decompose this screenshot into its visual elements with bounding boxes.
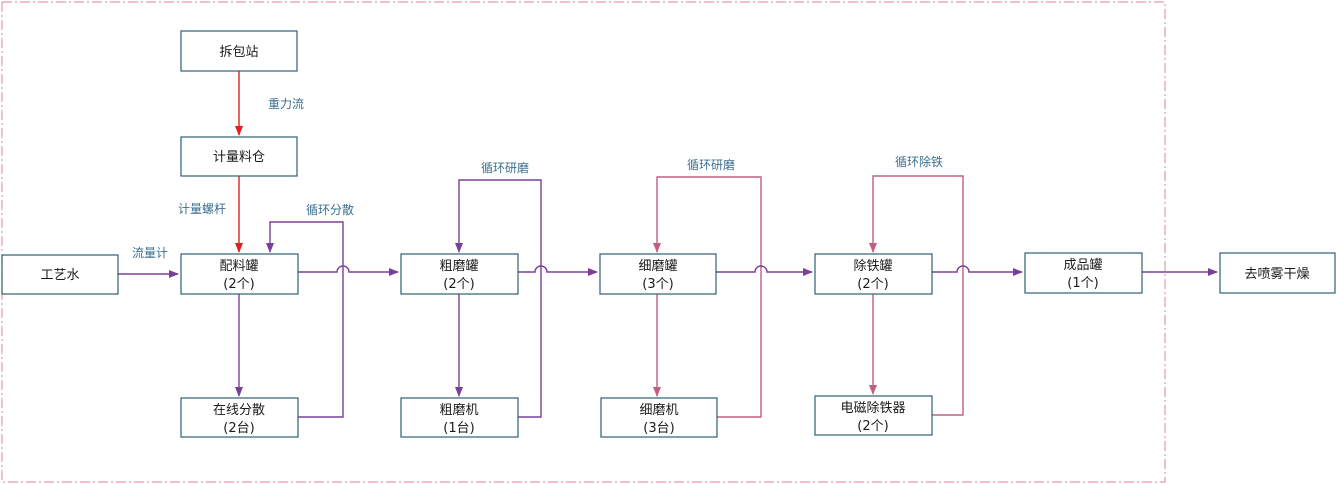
edge-iron-to-product bbox=[932, 265, 1023, 276]
node-product-tank: 成品罐 (1个) bbox=[1024, 252, 1143, 294]
svg-text:(2台): (2台) bbox=[223, 421, 254, 436]
node-iron-removal-tank: 除铁罐 (2个) bbox=[814, 253, 933, 295]
svg-text:工艺水: 工艺水 bbox=[40, 268, 79, 283]
svg-text:(1个): (1个) bbox=[1067, 276, 1098, 291]
node-inline-disperser: 在线分散 (2台) bbox=[180, 397, 299, 438]
node-electromagnetic-separator: 电磁除铁器 (2个) bbox=[814, 395, 933, 436]
node-process-water: 工艺水 bbox=[1, 254, 119, 295]
svg-text:(1台): (1台) bbox=[443, 421, 474, 436]
svg-text:计量料仓: 计量料仓 bbox=[213, 150, 265, 165]
label-circ-iron: 循环除铁 bbox=[895, 154, 943, 169]
svg-text:细磨机: 细磨机 bbox=[639, 403, 678, 418]
node-fine-mill: 细磨机 (3台) bbox=[600, 397, 718, 438]
node-meter-bin: 计量料仓 bbox=[180, 136, 298, 177]
node-coarse-tank: 粗磨罐 (2个) bbox=[400, 253, 519, 295]
svg-text:成品罐: 成品罐 bbox=[1063, 258, 1102, 273]
edge-batch-to-coarse bbox=[298, 265, 399, 276]
node-unpack-station: 拆包站 bbox=[180, 30, 298, 72]
svg-text:去喷雾干燥: 去喷雾干燥 bbox=[1244, 267, 1309, 282]
svg-text:电磁除铁器: 电磁除铁器 bbox=[840, 401, 905, 416]
edge-fine-to-iron bbox=[716, 265, 813, 276]
svg-text:除铁罐: 除铁罐 bbox=[853, 259, 892, 274]
edge-coarse-to-fine bbox=[518, 265, 598, 276]
label-flowmeter: 流量计 bbox=[132, 246, 168, 260]
system-boundary-frame bbox=[1, 1, 1166, 483]
svg-text:拆包站: 拆包站 bbox=[219, 45, 258, 60]
edge-circ-iron-loop bbox=[869, 175, 964, 416]
edge-circ-grind-2-loop bbox=[653, 176, 762, 418]
node-fine-tank: 细磨罐 (3个) bbox=[599, 253, 717, 295]
svg-text:(3台): (3台) bbox=[643, 421, 674, 436]
svg-text:(2个): (2个) bbox=[857, 419, 888, 434]
label-circ-grind-1: 循环研磨 bbox=[481, 161, 529, 175]
node-batch-tank: 配料罐 (2个) bbox=[180, 253, 299, 295]
edge-circ-grind-1-loop bbox=[455, 179, 542, 418]
label-gravity: 重力流 bbox=[268, 97, 304, 111]
svg-text:在线分散: 在线分散 bbox=[213, 403, 265, 418]
edge-circ-disperse-loop bbox=[266, 221, 344, 418]
label-circ-grind-2: 循环研磨 bbox=[687, 158, 735, 172]
label-circ-disperse: 循环分散 bbox=[306, 202, 354, 217]
node-coarse-mill: 粗磨机 (1台) bbox=[400, 397, 519, 438]
svg-text:细磨罐: 细磨罐 bbox=[638, 259, 677, 274]
svg-text:粗磨罐: 粗磨罐 bbox=[439, 259, 478, 274]
label-screw: 计量螺杆 bbox=[178, 202, 226, 216]
svg-text:配料罐: 配料罐 bbox=[219, 259, 258, 274]
node-spray-dryer: 去喷雾干燥 bbox=[1219, 252, 1336, 294]
svg-text:(3个): (3个) bbox=[642, 277, 673, 292]
svg-text:粗磨机: 粗磨机 bbox=[439, 403, 478, 418]
svg-text:(2个): (2个) bbox=[223, 277, 254, 292]
svg-text:(2个): (2个) bbox=[443, 277, 474, 292]
svg-text:(2个): (2个) bbox=[857, 277, 888, 292]
